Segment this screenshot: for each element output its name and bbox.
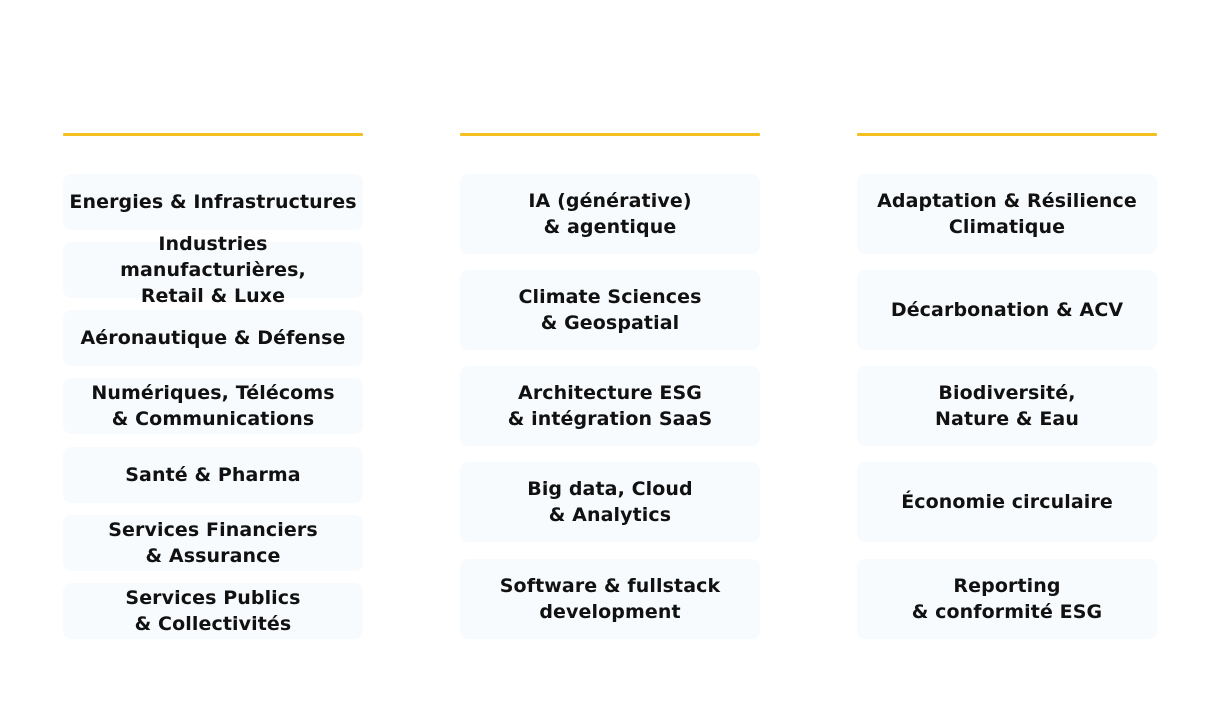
sustainability-card: Adaptation & Résilience Climatique [857,174,1157,254]
sustainability-card: Reporting & conformité ESG [857,559,1157,639]
column-divider [460,133,760,136]
technology-card: Architecture ESG & intégration SaaS [460,366,760,446]
column-divider [63,133,363,136]
technology-card: Big data, Cloud & Analytics [460,462,760,542]
sector-card: Services Financiers & Assurance [63,515,363,571]
sector-card: Aéronautique & Défense [63,310,363,366]
sustainability-card: Décarbonation & ACV [857,270,1157,350]
sector-card: Santé & Pharma [63,447,363,503]
sector-card: Industries manufacturières, Retail & Lux… [63,233,363,307]
technology-card: IA (générative) & agentique [460,174,760,254]
column-technologies: IA (générative) & agentique Climate Scie… [460,133,760,639]
technology-card: Software & fullstack development [460,559,760,639]
sustainability-card: Économie circulaire [857,462,1157,542]
sector-card: Energies & Infrastructures [63,174,363,230]
column-sectors: Energies & Infrastructures Industries ma… [63,133,363,639]
technology-card: Climate Sciences & Geospatial [460,270,760,350]
sustainability-card: Biodiversité, Nature & Eau [857,366,1157,446]
sector-card: Services Publics & Collectivités [63,583,363,639]
column-divider [857,133,1157,136]
column-sustainability: Adaptation & Résilience Climatique Décar… [857,133,1157,639]
sector-card: Numériques, Télécoms & Communications [63,378,363,434]
